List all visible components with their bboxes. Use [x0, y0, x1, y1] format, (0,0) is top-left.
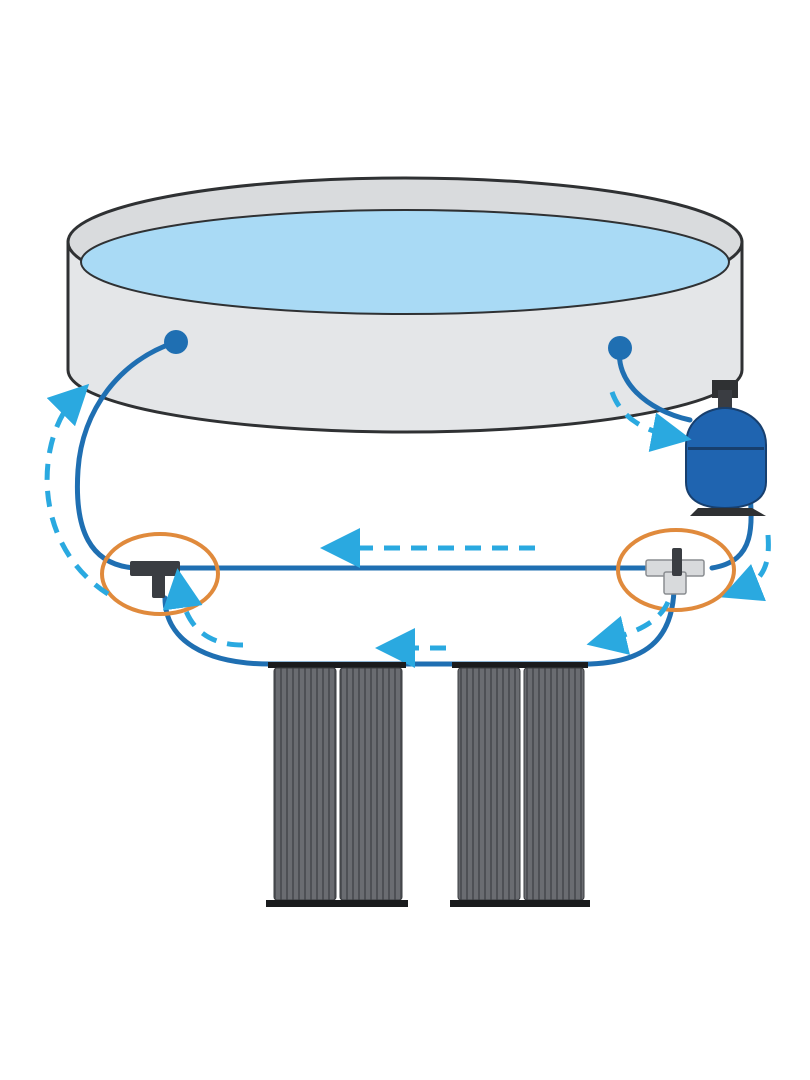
pool-outlet-port-icon	[164, 330, 188, 354]
flow-arrow-to-filter	[609, 391, 692, 452]
solar-panel-icon	[523, 667, 585, 901]
pipe-valve-to-panels	[267, 587, 677, 667]
pipe-panels-to-t-connector	[162, 595, 273, 667]
pipe-pool-to-t-connector	[74, 339, 179, 571]
pool-water	[80, 209, 730, 315]
solar-panel-icon	[339, 667, 403, 901]
t-connector-icon	[130, 561, 180, 598]
flow-arrow-filter-to-valve	[721, 534, 771, 602]
flow-arrow-valve-to-panels	[586, 600, 671, 655]
flow-arrows	[44, 383, 771, 668]
pool-inlet-port-icon	[608, 336, 632, 360]
solar-panels	[266, 662, 590, 907]
pool	[66, 176, 744, 434]
flow-arrow-into-pool	[44, 383, 110, 597]
t-connector-highlight-ring	[100, 532, 220, 616]
solar-panel-icon	[273, 667, 337, 901]
three-way-valve-icon	[645, 548, 705, 595]
sand-filter-icon	[685, 380, 767, 516]
flow-arrow-panels-to-t-connector	[162, 568, 244, 648]
solar-panel-icon	[457, 667, 521, 901]
